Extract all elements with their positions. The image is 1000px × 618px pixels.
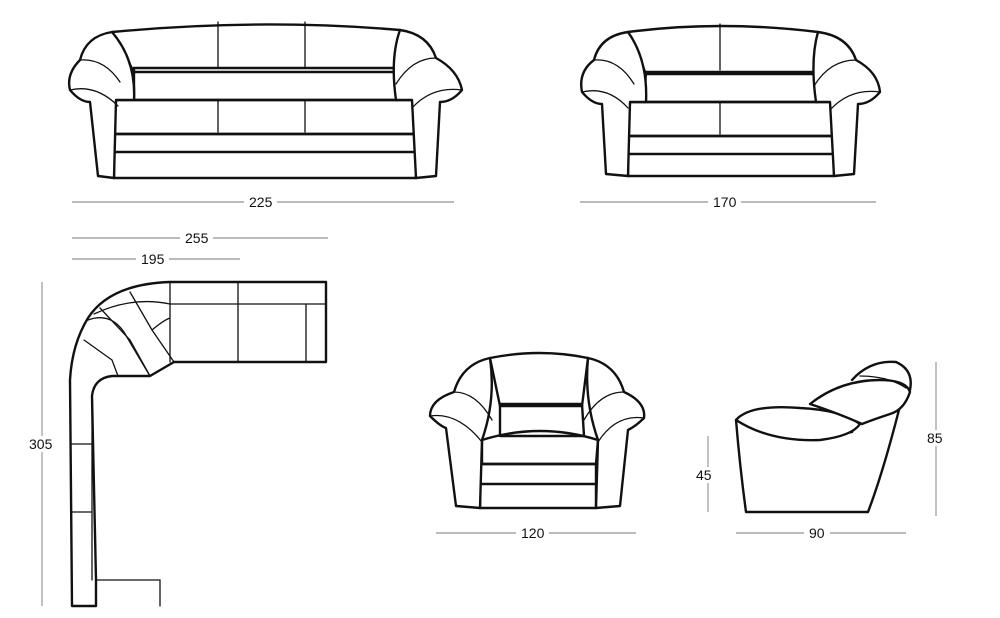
- corner-back-inner: [87, 317, 151, 377]
- armchair-left-folds: [429, 391, 493, 443]
- armchair-back: [488, 351, 590, 408]
- dim-label-170: 170: [708, 194, 742, 210]
- armchair-front-base: [478, 462, 598, 510]
- armchair-right-arm: [585, 356, 646, 510]
- dim-label-195: 195: [136, 251, 170, 267]
- corner-seat-lines: [71, 281, 327, 607]
- armchair-side-fold: [859, 375, 907, 389]
- sofa2-left-arm-folds: [581, 59, 635, 109]
- three-seat-sofa: [67, 21, 464, 180]
- dim-label-90: 90: [804, 525, 830, 541]
- two-seat-sofa: [580, 23, 882, 178]
- dim-label-225: 225: [244, 194, 278, 210]
- sofa2-seat: [626, 100, 836, 138]
- dim-label-120: 120: [516, 525, 550, 541]
- armchair-side-headrest: [850, 360, 912, 392]
- sofa2-left-arm: [580, 30, 648, 178]
- armchair-front: [428, 351, 646, 510]
- sofa3-seat-seams: [217, 99, 306, 133]
- sofa2-backrest: [626, 24, 820, 76]
- sofa3-seat: [112, 98, 418, 136]
- corner-outline: [68, 280, 328, 608]
- sofa3-right-arm-folds: [395, 57, 463, 109]
- armchair-side: [734, 360, 912, 514]
- sofa2-front-base: [626, 134, 836, 178]
- sofa3-left-arm-folds: [69, 59, 121, 107]
- corner-sofa-top-view: [68, 280, 328, 608]
- armchair-left-arm: [428, 356, 493, 510]
- sofa3-backrest: [110, 23, 402, 74]
- armchair-side-back: [808, 378, 912, 426]
- sofa3-front-base: [112, 132, 418, 180]
- dim-label-85: 85: [922, 430, 948, 446]
- dim-label-45: 45: [691, 467, 717, 483]
- sofa3-right-arm: [392, 28, 464, 180]
- sofa3-left-arm: [67, 30, 136, 180]
- sofa2-back-cushion: [642, 70, 820, 104]
- sofa3-back-seams: [217, 21, 306, 69]
- armchair-right-folds: [583, 391, 645, 443]
- dim-label-305: 305: [24, 436, 58, 452]
- sofa2-right-arm-folds: [813, 59, 881, 111]
- dim-label-255: 255: [180, 230, 214, 246]
